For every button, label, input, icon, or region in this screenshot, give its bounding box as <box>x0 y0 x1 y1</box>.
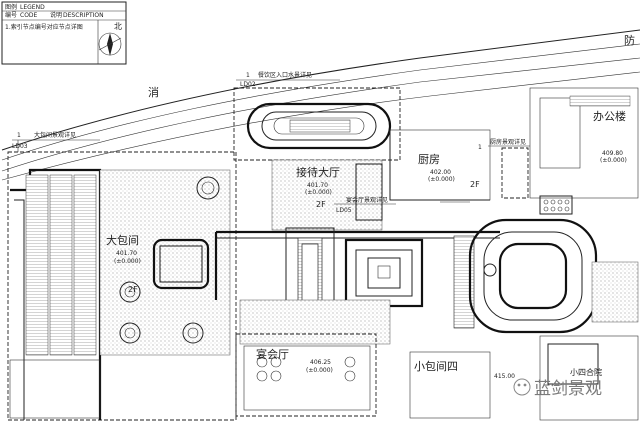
legend-item-1: 1.索引节点编号对应节点详图 <box>5 23 83 31</box>
callout-ld02-text: 餐饮区入口水景详见 <box>258 71 312 79</box>
small-room-name: 小包间四 <box>414 360 458 373</box>
kitchen: 厨房 402.00 (±0.000) 2F <box>389 129 529 201</box>
kitchen-name: 厨房 <box>418 153 440 166</box>
callout-ld04-text: 厨房景观详见 <box>490 138 526 146</box>
big-room-name: 大包间 <box>106 233 139 247</box>
reception-elev: 401.70 <box>307 182 328 189</box>
legend-desc-left: 说明 <box>50 11 62 19</box>
callout-ld05: LD05 宴会厅景观详见 <box>334 196 470 214</box>
office-elev: 409.80 <box>602 150 623 157</box>
callout-ld04: 1 厨房景观详见 <box>478 138 530 151</box>
banquet-name: 宴会厅 <box>256 347 289 361</box>
callout-ld03-text: 大包间景观详见 <box>34 131 76 139</box>
callout-ld03: 1 LD03 大包间景观详见 <box>12 131 100 152</box>
kitchen-elev: 402.00 <box>430 169 451 176</box>
left-building <box>9 168 102 420</box>
road-label: 消 <box>148 85 159 99</box>
callout-ld02: 1 LD02 餐饮区入口水景详见 <box>236 71 340 88</box>
callout-ld04-num: 1 <box>478 144 482 151</box>
round-plaza <box>468 218 598 334</box>
big-room-base: (±0.000) <box>114 258 141 265</box>
callout-ld03-code: LD03 <box>12 143 28 150</box>
callout-ld03-num: 1 <box>17 132 21 139</box>
legend-desc: DESCRIPTION <box>63 12 104 19</box>
office-base: (±0.000) <box>600 157 627 164</box>
north-arrow-icon: 北 <box>98 22 122 56</box>
legend-code-left: 编号 <box>5 11 17 19</box>
watermark-text: 蓝剑景观 <box>534 379 602 399</box>
reception-floor: 2F <box>316 200 326 209</box>
legend-code: CODE <box>20 12 38 19</box>
top-right-label: 防 <box>624 33 635 47</box>
office-name: 办公楼 <box>593 109 626 123</box>
central-courtyard <box>214 227 500 345</box>
siheyuan-name: 小四合院 <box>570 367 602 377</box>
watermark: 蓝剑景观 <box>513 378 602 399</box>
legend-table: 图例 LEGEND 编号 CODE 说明 DESCRIPTION 1.索引节点编… <box>1 1 127 65</box>
small-room-four: 小包间四 415.00 <box>409 351 515 419</box>
big-room-floor: 2F <box>128 285 138 294</box>
big-room-boundary <box>7 151 237 421</box>
kitchen-base: (±0.000) <box>428 176 455 183</box>
siheyuan-area: 小四合院 <box>539 261 639 421</box>
callout-ld05-text: 宴会厅景观详见 <box>346 196 388 204</box>
banquet-base: (±0.000) <box>306 367 333 374</box>
callout-ld05-code: LD05 <box>336 207 352 214</box>
office-building: 办公楼 409.80 (±0.000) <box>529 87 639 215</box>
kitchen-floor: 2F <box>470 180 480 189</box>
callout-ld02-num: 1 <box>246 72 250 79</box>
north-label: 北 <box>114 22 122 31</box>
big-room-elev: 401.70 <box>116 250 137 257</box>
small-room-elev: 415.00 <box>494 373 515 380</box>
road-lines: 消 防 <box>1 29 640 181</box>
reception-name: 接待大厅 <box>296 165 340 179</box>
banquet-elev: 406.25 <box>310 359 331 366</box>
legend-header-right: LEGEND <box>20 4 45 11</box>
entrance-water-feature <box>233 87 401 161</box>
reception-base: (±0.000) <box>305 189 332 196</box>
big-room-area: 大包间 401.70 (±0.000) 2F <box>99 169 231 356</box>
reception-hall: 接待大厅 401.70 (±0.000) 2F <box>271 159 383 231</box>
legend-header-left: 图例 <box>5 3 17 11</box>
callout-ld02-code: LD02 <box>240 81 256 88</box>
banquet-hall: 宴会厅 406.25 (±0.000) <box>235 333 377 417</box>
